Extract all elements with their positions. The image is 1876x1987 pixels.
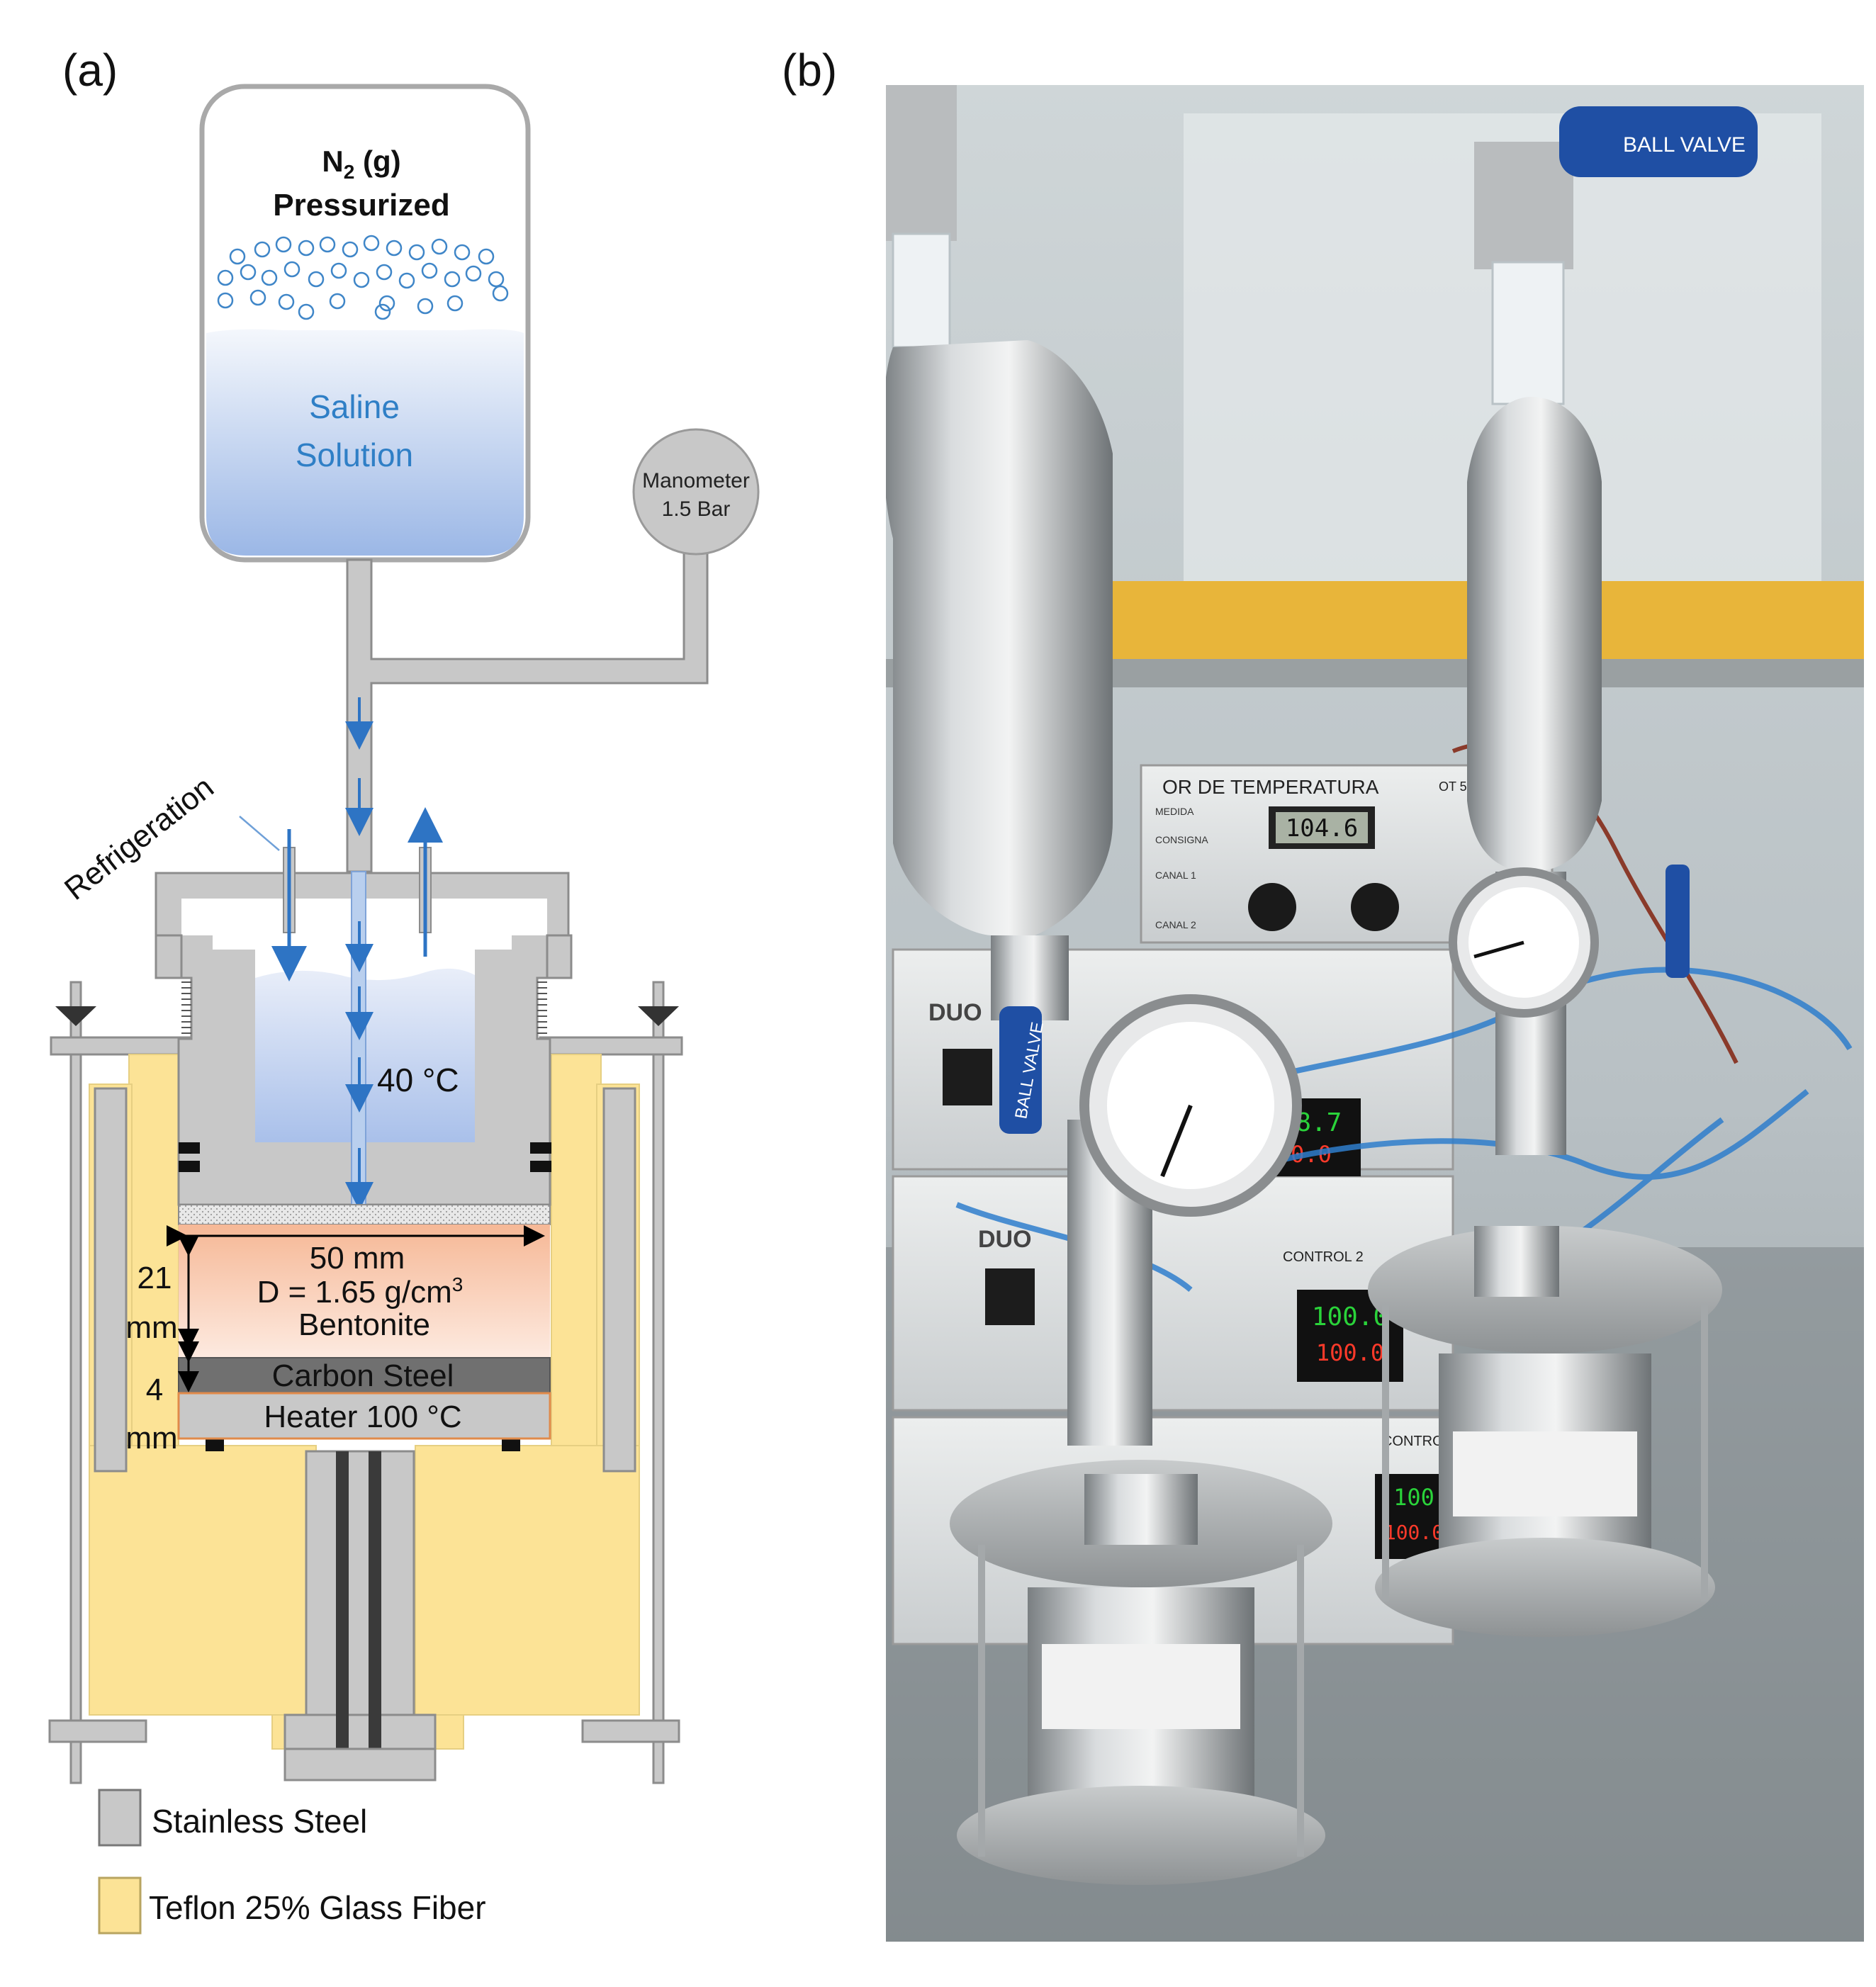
gas-subscript: 2 bbox=[344, 161, 355, 183]
density-superscript: 3 bbox=[452, 1273, 464, 1295]
bentonite-sample bbox=[179, 1225, 550, 1358]
ball-valve-handle-left bbox=[999, 1006, 1042, 1134]
svg-text:D = 1.65 g/cm3: D = 1.65 g/cm3 bbox=[257, 1273, 464, 1310]
legend-swatch-teflon bbox=[98, 1876, 142, 1935]
saline-label-1: Saline bbox=[309, 388, 400, 425]
controller-title: OR DE TEMPERATURA bbox=[1162, 776, 1379, 798]
saline-label-2: Solution bbox=[296, 437, 413, 473]
legend-label-steel: Stainless Steel bbox=[152, 1803, 367, 1840]
duo-label-2: DUO bbox=[978, 1226, 1032, 1253]
manometer: Manometer 1.5 Bar bbox=[632, 428, 760, 556]
ball-valve-text-right: BALL VALVE bbox=[1623, 133, 1746, 157]
controller-readout: 104.6 bbox=[1286, 814, 1358, 843]
panel-label-b: (b) bbox=[782, 45, 838, 96]
knob-2 bbox=[1351, 883, 1399, 931]
legend-swatch-steel bbox=[98, 1789, 142, 1847]
inner-liners bbox=[94, 1087, 636, 1473]
cell-schematic: N2 (g) Pressurized Saline Solution Manom… bbox=[48, 84, 760, 1935]
refrigeration-ports bbox=[239, 807, 443, 981]
sample-thickness-value: 21 bbox=[137, 1261, 172, 1295]
heater-stem bbox=[283, 1450, 437, 1781]
legend: Stainless Steel Teflon 25% Glass Fiber bbox=[98, 1789, 486, 1935]
gas-formula: N bbox=[322, 145, 343, 178]
right-vessel: BALL VALVE bbox=[1368, 106, 1758, 1637]
carbon-steel-layer bbox=[178, 1357, 551, 1394]
steel-thickness-unit: mm bbox=[125, 1421, 177, 1456]
supply-piping bbox=[346, 544, 709, 873]
display-2-bottom: 100.0 bbox=[1316, 1339, 1384, 1366]
heater-block bbox=[177, 1392, 551, 1440]
controller-label-2: CONSIGNA bbox=[1155, 834, 1208, 845]
o-rings bbox=[179, 1142, 551, 1451]
n2-tank: N2 (g) Pressurized Saline Solution bbox=[199, 84, 531, 563]
carbon-steel-label: Carbon Steel bbox=[272, 1358, 454, 1393]
manometer-label-2: 1.5 Bar bbox=[662, 497, 731, 521]
display-3-top: 100 bbox=[1393, 1484, 1434, 1511]
sample-material: Bentonite bbox=[298, 1307, 430, 1342]
display-3-bottom: 100.0 bbox=[1384, 1521, 1444, 1544]
gas-bubbles bbox=[217, 235, 509, 320]
sample-density: D = 1.65 g/cm bbox=[257, 1275, 452, 1310]
saline-solution bbox=[206, 329, 524, 556]
porous-plate bbox=[178, 1204, 551, 1225]
left-vessel: BALL VALVE bbox=[886, 85, 1332, 1885]
controller-label-1: MEDIDA bbox=[1155, 806, 1194, 817]
heater-label: Heater 100 °C bbox=[264, 1400, 461, 1434]
svg-text:N2 (g): N2 (g) bbox=[322, 145, 400, 183]
legend-label-teflon: Teflon 25% Glass Fiber bbox=[149, 1889, 486, 1926]
ball-valve-handle-right bbox=[1559, 106, 1758, 177]
sample-diameter: 50 mm bbox=[310, 1241, 405, 1276]
experimental-setup-photo: OR DE TEMPERATURA OT 51.644 104.6 MEDIDA… bbox=[886, 85, 1864, 1942]
gas-pressurized-label: Pressurized bbox=[273, 188, 449, 223]
manometer-label-1: Manometer bbox=[642, 469, 750, 492]
threads bbox=[181, 981, 547, 1034]
blue-tab-right bbox=[1666, 865, 1690, 978]
knob-1 bbox=[1248, 883, 1296, 931]
gas-state: (g) bbox=[354, 145, 400, 178]
reservoir-temperature: 40 °C bbox=[377, 1062, 459, 1098]
controller-label-4: CANAL 2 bbox=[1155, 919, 1196, 930]
duo-label-1: DUO bbox=[928, 999, 982, 1026]
controller-label-3: CANAL 1 bbox=[1155, 869, 1196, 881]
control-label-1: CONTROL 2 bbox=[1283, 1249, 1364, 1265]
panel-label-a: (a) bbox=[62, 45, 118, 96]
steel-thickness-value: 4 bbox=[146, 1373, 163, 1407]
sample-thickness-unit: mm bbox=[125, 1310, 177, 1345]
tie-rods bbox=[48, 981, 683, 1784]
controller-display bbox=[1276, 812, 1368, 843]
